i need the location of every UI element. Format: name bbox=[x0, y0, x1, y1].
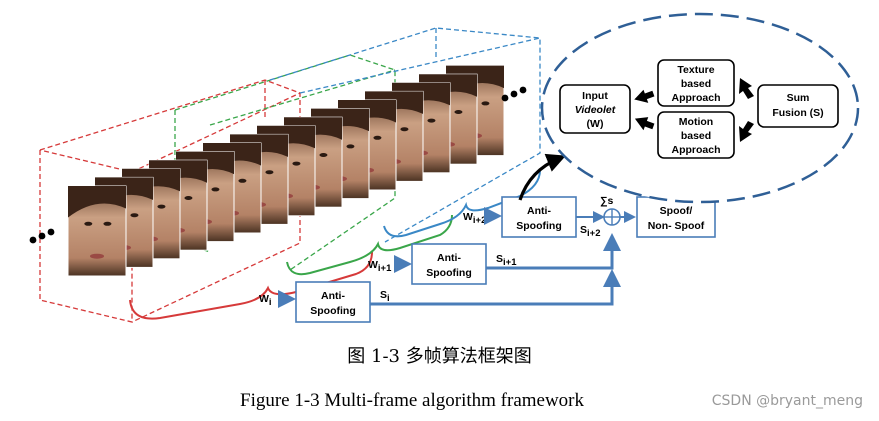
input-videolet-line1: Input bbox=[582, 90, 608, 102]
spoof-output-line2: Non- Spoof bbox=[648, 220, 705, 232]
motion-line3: Approach bbox=[671, 144, 720, 156]
video-frame bbox=[67, 185, 127, 277]
anti-spoofing-box-i1 bbox=[411, 243, 487, 285]
motion-approach-box bbox=[657, 111, 735, 159]
anti-spoofing-i1-line1: Anti- bbox=[437, 252, 461, 264]
score-s-i2: Si+2 bbox=[580, 224, 601, 239]
detail-ellipse bbox=[540, 12, 860, 204]
input-w-i: Wi bbox=[259, 293, 272, 308]
input-videolet-box bbox=[559, 84, 631, 134]
brace-green bbox=[286, 214, 453, 276]
ellipsis-left-icon bbox=[29, 228, 55, 244]
zoom-arrow bbox=[518, 153, 566, 201]
anti-spoofing-box-i bbox=[295, 281, 371, 323]
anti-spoofing-box-i2 bbox=[501, 196, 577, 238]
texture-line1: Texture bbox=[677, 64, 714, 76]
frame-window-blue bbox=[269, 27, 541, 243]
ellipsis-right-icon bbox=[501, 86, 527, 102]
spoof-output-box bbox=[636, 196, 716, 238]
score-line-i bbox=[370, 269, 621, 306]
anti-spoofing-i1-line2: Spoofing bbox=[426, 267, 472, 279]
caption-english: Figure 1-3 Multi-frame algorithm framewo… bbox=[240, 390, 585, 411]
input-videolet-line3: (W) bbox=[587, 118, 604, 130]
input-videolet-line2: Videolet bbox=[575, 104, 616, 116]
texture-line2: based bbox=[681, 78, 711, 90]
fusion-line2: Fusion (S) bbox=[772, 107, 823, 119]
watermark: CSDN @bryant_meng bbox=[711, 393, 863, 409]
score-line-i1 bbox=[486, 233, 621, 270]
anti-spoofing-i-line2: Spoofing bbox=[310, 305, 356, 317]
brace-blue bbox=[383, 169, 541, 238]
sum-label: ∑s bbox=[600, 195, 613, 207]
texture-approach-box bbox=[657, 59, 735, 107]
score-s-i: Si bbox=[380, 289, 390, 304]
caption-chinese: 图 1-3 多帧算法框架图 bbox=[347, 346, 532, 367]
video-frame-stack bbox=[67, 65, 505, 277]
brace-red bbox=[129, 251, 373, 320]
input-w-i1: Wi+1 bbox=[368, 259, 392, 274]
spoof-output-line1: Spoof/ bbox=[660, 205, 693, 217]
arrow-texture-fusion-icon bbox=[739, 78, 754, 99]
arrow-motion-fusion-icon bbox=[739, 121, 754, 142]
anti-spoofing-i-line1: Anti- bbox=[321, 290, 345, 302]
sum-fusion-box bbox=[757, 84, 839, 128]
score-s-i1: Si+1 bbox=[496, 253, 517, 268]
ellipse-arrows bbox=[634, 78, 754, 142]
arrow-input-motion-icon bbox=[634, 117, 655, 131]
anti-spoofing-i2-line2: Spoofing bbox=[516, 220, 562, 232]
texture-line3: Approach bbox=[671, 92, 720, 104]
input-w-i2: Wi+2 bbox=[463, 211, 486, 226]
arrow-input-texture-icon bbox=[634, 89, 655, 103]
motion-line2: based bbox=[681, 130, 711, 142]
anti-spoofing-i2-line1: Anti- bbox=[527, 205, 551, 217]
fusion-line1: Sum bbox=[787, 92, 810, 104]
motion-line1: Motion bbox=[679, 116, 713, 128]
